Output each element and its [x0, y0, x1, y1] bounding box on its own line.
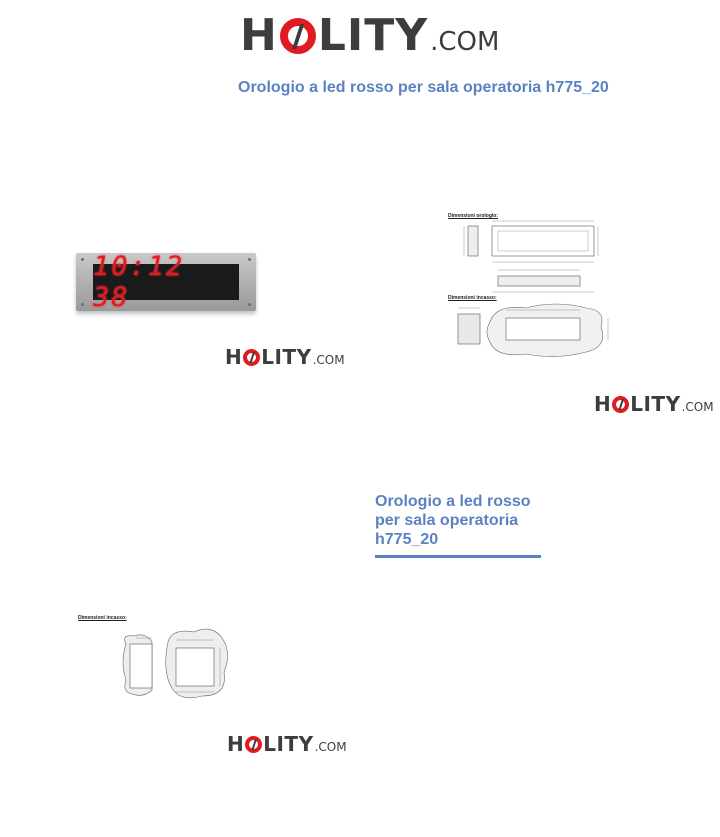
- screw-icon: [248, 303, 251, 306]
- logo-letters: LITY: [261, 345, 312, 369]
- recess-drawing[interactable]: Dimensioni incasso:: [76, 612, 236, 704]
- drawing-label-recess: Dimensioni incasso:: [448, 295, 497, 301]
- holity-logo-watermark: H LITY.COM: [594, 392, 714, 416]
- led-time: 10:12 38: [93, 251, 185, 313]
- screw-icon: [81, 258, 84, 261]
- logo-tld: .COM: [681, 400, 714, 414]
- holity-logo-watermark: H LITY.COM: [227, 732, 347, 756]
- holity-logo-watermark: H LITY.COM: [225, 345, 345, 369]
- logo-letter-h: H: [225, 345, 243, 369]
- logo-o-icon: [243, 349, 261, 366]
- drawing-label-clock: Dimensioni orologio:: [448, 213, 498, 219]
- logo-o-icon: [612, 396, 630, 413]
- dimensions-drawing[interactable]: Dimensioni orologio: Dimensioni incasso:: [446, 210, 616, 360]
- logo-letter-h: H: [227, 732, 245, 756]
- logo-letters: LITY: [317, 10, 429, 61]
- logo-letters: LITY: [630, 392, 681, 416]
- logo-letters: LITY: [263, 732, 314, 756]
- logo-o-icon: [245, 736, 263, 753]
- page-title: Orologio a led rosso per sala operatoria…: [238, 79, 609, 96]
- holity-logo[interactable]: H LITY.COM: [240, 10, 499, 61]
- logo-tld: .COM: [430, 27, 500, 57]
- screw-icon: [81, 303, 84, 306]
- led-display: 10:12 38: [93, 251, 239, 313]
- recess-dimensions-svg: [457, 303, 609, 357]
- logo-o-icon: [279, 18, 316, 54]
- logo-tld: .COM: [314, 740, 347, 754]
- product-title: Orologio a led rosso per sala operatoria…: [375, 492, 541, 558]
- screw-icon: [248, 258, 251, 261]
- logo-letter-h: H: [240, 10, 278, 61]
- logo-letter-h: H: [594, 392, 612, 416]
- recess-drawing-svg: [122, 628, 228, 699]
- clock-product-image[interactable]: 10:12 38: [76, 251, 256, 313]
- clock-dimensions-svg: [463, 220, 599, 293]
- drawing-label-recess: Dimensioni incasso:: [78, 615, 127, 621]
- logo-tld: .COM: [312, 353, 345, 367]
